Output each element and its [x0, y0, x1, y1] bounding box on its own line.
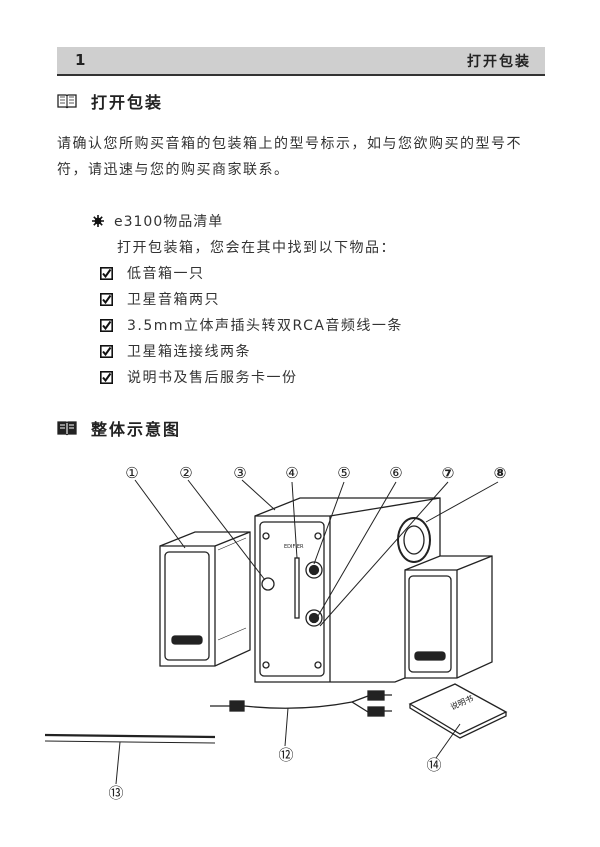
page-header: 1 打开包装: [57, 47, 545, 76]
callout-7: ⑦: [442, 464, 455, 482]
checked-box-icon: [100, 344, 113, 358]
section-title-text: 整体示意图: [91, 420, 182, 439]
section-title-unpack: 打开包装: [57, 89, 163, 113]
callout-12: ⑫: [278, 746, 293, 764]
page-number: 1: [75, 51, 86, 69]
list-item-label: 卫星音箱两只: [127, 292, 220, 308]
manual-booklet: [408, 683, 508, 739]
left-satellite-speaker: [159, 531, 251, 667]
header-title: 打开包装: [467, 54, 531, 70]
list-intro: 打开包装箱，您会在其中找到以下物品：: [117, 240, 396, 256]
checked-box-icon: [100, 370, 113, 384]
list-item-label: 3.5mm立体声插头转双RCA音频线一条: [127, 318, 403, 334]
checked-box-icon: [100, 266, 113, 280]
open-book-icon: [57, 94, 77, 109]
list-item-label: 低音箱一只: [127, 266, 205, 282]
audio-cable: [210, 690, 392, 717]
callout-1: ①: [125, 464, 138, 482]
list-item: 说明书及售后服务卡一份: [100, 364, 403, 390]
product-overview-diagram: EDIFIER 说明书 ① ② ③ ④ ⑤ ⑥ ⑦ ⑧ ⑫ ⑬ ⑭: [44, 464, 508, 802]
callout-13: ⑬: [108, 784, 123, 802]
callout-14: ⑭: [426, 756, 441, 774]
section-title-overview: 整体示意图: [57, 416, 181, 440]
list-item-label: 卫星箱连接线两条: [127, 344, 251, 360]
callout-8: ⑧: [494, 464, 507, 482]
satellite-cable: [44, 733, 216, 744]
checked-box-icon: [100, 318, 113, 332]
callout-6: ⑥: [389, 464, 402, 482]
list-item: 低音箱一只: [100, 260, 403, 286]
book-icon: [57, 421, 77, 436]
right-satellite-speaker: [404, 555, 493, 679]
callout-3: ③: [233, 464, 246, 482]
list-item: 卫星音箱两只: [100, 286, 403, 312]
section-title-text: 打开包装: [91, 93, 164, 112]
callout-5: ⑤: [337, 464, 350, 482]
checked-box-icon: [100, 292, 113, 306]
star-bullet-icon: [92, 215, 104, 227]
package-list: 低音箱一只 卫星音箱两只 3.5mm立体声插头转双RCA音频线一条 卫星箱连接线…: [100, 260, 403, 390]
callout-4: ④: [285, 464, 298, 482]
brand-label: EDIFIER: [284, 544, 304, 550]
callout-2: ②: [179, 464, 192, 482]
list-item-label: 说明书及售后服务卡一份: [127, 370, 298, 386]
list-title: e3100物品清单: [92, 211, 223, 231]
list-title-text: e3100物品清单: [114, 214, 224, 230]
intro-paragraph: 请确认您所购买音箱的包装箱上的型号标示，如与您欲购买的型号不符，请迅速与您的购买…: [57, 136, 522, 178]
list-item: 3.5mm立体声插头转双RCA音频线一条: [100, 312, 403, 338]
list-item: 卫星箱连接线两条: [100, 338, 403, 364]
